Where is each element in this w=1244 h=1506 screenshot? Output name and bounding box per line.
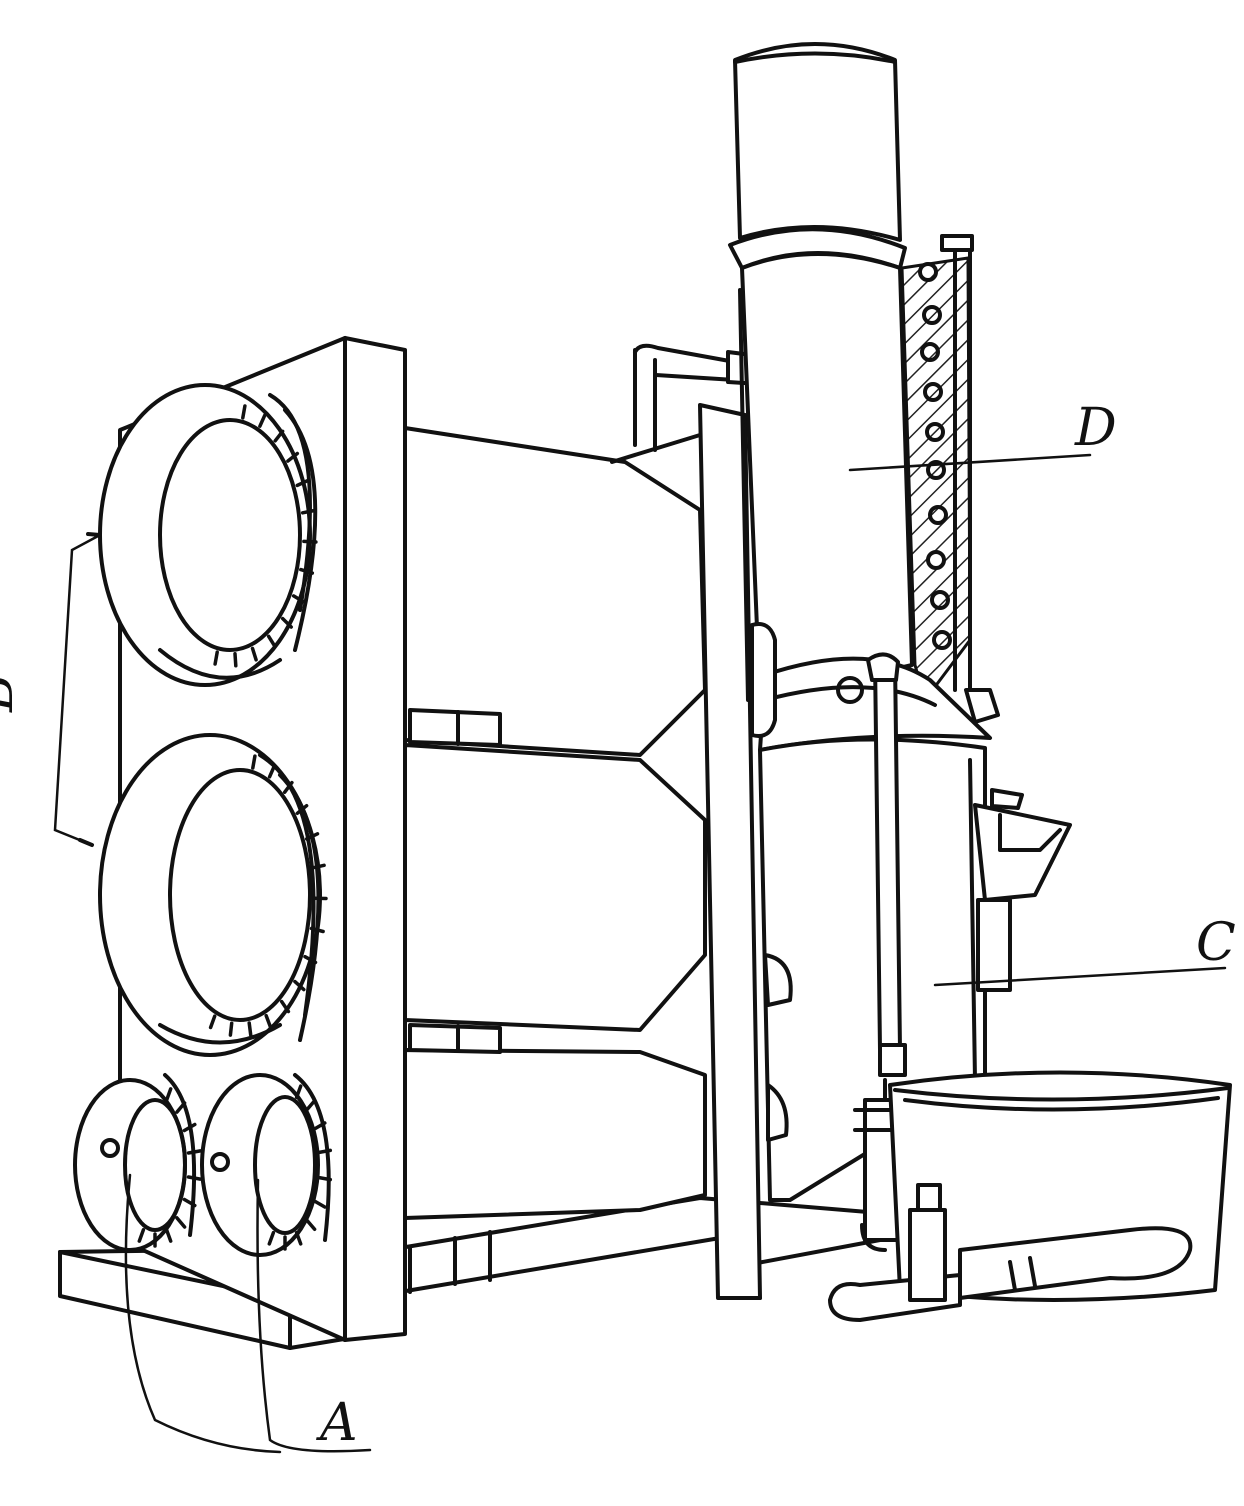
dial-tick bbox=[266, 634, 277, 649]
dial-tick bbox=[309, 926, 325, 934]
dial-tick bbox=[175, 1101, 187, 1114]
label-a: A bbox=[316, 1393, 358, 1453]
dial-tick bbox=[305, 1218, 317, 1232]
dial-ticks bbox=[137, 404, 333, 1251]
dial-tick bbox=[250, 646, 258, 662]
column-d bbox=[728, 42, 1000, 724]
dial-tick bbox=[294, 1230, 303, 1246]
dial-tick bbox=[295, 803, 309, 816]
dial-tick bbox=[294, 1084, 303, 1100]
label-d: D bbox=[1074, 398, 1117, 458]
dial-tick bbox=[251, 754, 257, 770]
dial-tick bbox=[258, 413, 267, 428]
dial-tick bbox=[282, 780, 294, 794]
dial-tick bbox=[247, 1021, 253, 1037]
dial-tick bbox=[316, 1148, 333, 1155]
dial-tick bbox=[305, 1098, 317, 1112]
tank-body bbox=[403, 426, 707, 1220]
dial-tick bbox=[286, 451, 300, 463]
dial-a-right bbox=[200, 1073, 331, 1257]
label-c: C bbox=[1196, 913, 1236, 973]
dial-tick bbox=[303, 954, 318, 965]
dial-tick bbox=[312, 1121, 327, 1131]
dial-tick bbox=[291, 594, 306, 604]
dial-tick bbox=[295, 478, 310, 488]
dial-tick bbox=[233, 651, 238, 668]
dial-tick bbox=[182, 1197, 197, 1208]
dial-tick bbox=[213, 650, 219, 666]
dial-tick bbox=[293, 979, 306, 992]
dial-tick bbox=[304, 832, 320, 841]
dial-tick bbox=[316, 1175, 333, 1182]
dial-tick bbox=[208, 1014, 217, 1030]
dial-tick bbox=[273, 429, 285, 443]
dial-tick bbox=[186, 1175, 203, 1181]
dial-tick bbox=[186, 1149, 203, 1155]
packing-bubbles bbox=[918, 262, 952, 650]
dial-tick bbox=[302, 539, 318, 544]
labels: D C B A bbox=[0, 398, 1236, 1453]
dial-tick bbox=[241, 404, 247, 420]
dial-tick bbox=[175, 1216, 187, 1229]
dial-tick bbox=[300, 508, 317, 515]
dial-tick bbox=[137, 1228, 146, 1243]
leader-lines bbox=[53, 453, 1227, 1454]
label-b: B bbox=[0, 674, 25, 713]
dial-tick bbox=[267, 764, 277, 779]
dial-tick bbox=[182, 1122, 197, 1133]
dial-tick bbox=[264, 1013, 273, 1029]
dial-tick bbox=[267, 1230, 276, 1246]
dial-tick bbox=[279, 999, 291, 1014]
dial-tick bbox=[299, 567, 315, 575]
dial-tick bbox=[228, 1021, 234, 1037]
outlet-pipe bbox=[828, 1183, 1193, 1322]
dial-tick bbox=[310, 863, 326, 870]
dial-tick bbox=[312, 1199, 327, 1209]
dial-tick bbox=[280, 616, 293, 629]
dial-b-lower bbox=[98, 733, 322, 1057]
dial-tick bbox=[164, 1228, 173, 1243]
dial-tick bbox=[164, 1087, 173, 1102]
rear-upright bbox=[698, 403, 762, 1300]
dial-a-left bbox=[73, 1073, 197, 1252]
